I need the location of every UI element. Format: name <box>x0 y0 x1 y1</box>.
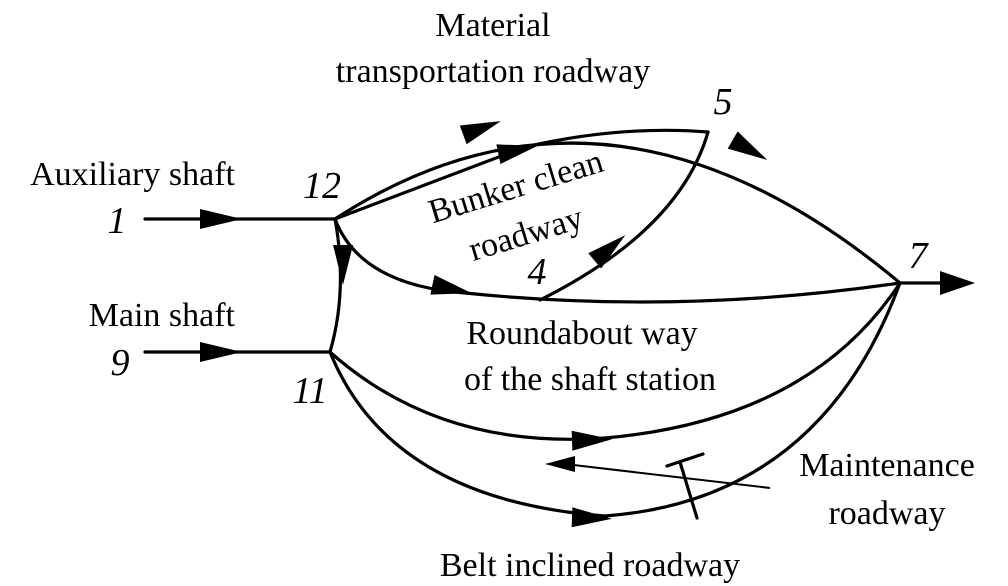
label-material-line1: Material <box>435 7 550 44</box>
label-auxiliary-shaft: Auxiliary shaft <box>30 156 235 193</box>
node-1: 1 <box>108 200 127 242</box>
node-7: 7 <box>909 235 930 277</box>
arrow-right-icon <box>571 430 612 451</box>
arrow-right-icon <box>496 144 538 164</box>
node-numbers: 1 4 5 7 9 11 12 <box>108 81 930 412</box>
label-roundabout-line2: of the shaft station <box>464 361 716 398</box>
arrow-right-icon <box>571 507 612 528</box>
label-main-shaft: Main shaft <box>89 297 236 334</box>
arrow-right-icon <box>588 235 626 269</box>
edge-5-4 <box>538 130 710 302</box>
arrow-right-icon <box>200 209 242 229</box>
edge-belt-inclined <box>328 281 902 518</box>
arrow-right-icon <box>459 121 501 145</box>
regulator-cap <box>665 452 705 468</box>
node-4: 4 <box>528 251 547 293</box>
arrow-right-icon <box>200 342 242 362</box>
arrow-down-icon <box>333 245 353 285</box>
label-material-line2: transportation roadway <box>336 53 650 90</box>
arrowheads <box>200 121 975 528</box>
maintenance-annotation <box>564 452 771 520</box>
node-12: 12 <box>303 165 341 207</box>
edges <box>143 128 947 518</box>
edge-roundabout-way <box>333 217 902 304</box>
arrow-left-icon <box>545 456 575 472</box>
arrow-right-icon <box>727 131 768 160</box>
maintenance-pointer-line <box>564 463 771 489</box>
edge-12-11 <box>328 217 343 354</box>
arrow-right-icon <box>430 275 472 295</box>
regulator-stem <box>678 460 699 520</box>
edge-bunker-clean <box>333 128 710 221</box>
label-belt-inclined: Belt inclined roadway <box>440 547 740 584</box>
edge-material-transportation <box>333 141 902 285</box>
node-11: 11 <box>292 370 327 412</box>
label-roundabout-line1: Roundabout way <box>466 315 697 352</box>
node-9: 9 <box>111 342 130 384</box>
label-maintenance-line1: Maintenance <box>799 447 975 484</box>
node-5: 5 <box>714 81 733 123</box>
label-maintenance-line2: roadway <box>828 495 945 532</box>
arrow-right-icon <box>940 271 975 295</box>
